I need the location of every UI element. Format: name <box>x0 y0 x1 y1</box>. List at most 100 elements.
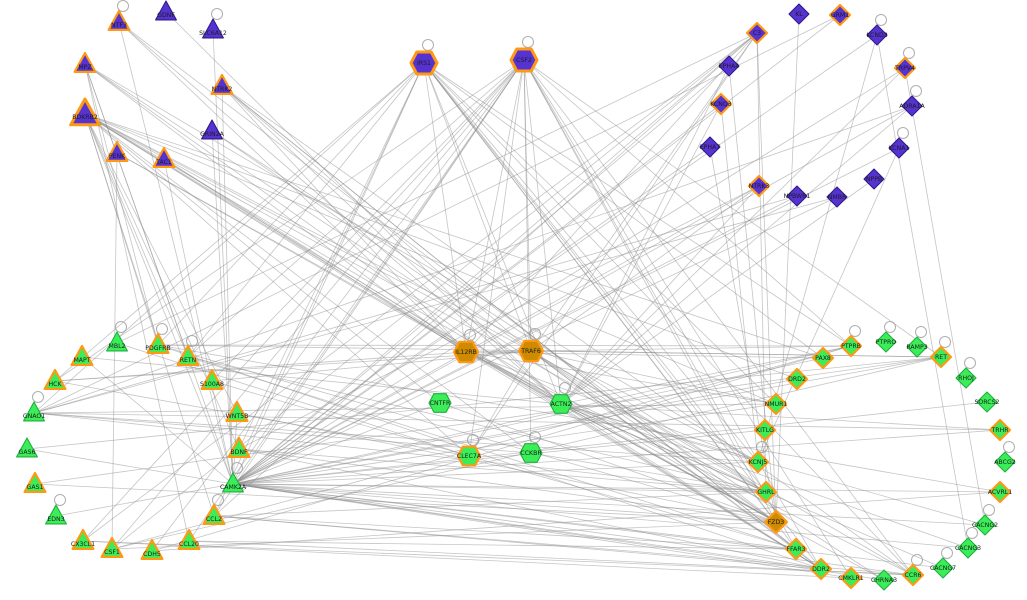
node-CACNG3[interactable] <box>957 537 979 559</box>
node-GAS6[interactable] <box>16 437 38 458</box>
node-PAX8[interactable] <box>811 346 835 370</box>
self-loop-TRAF6 <box>529 328 541 340</box>
node-CNTFR[interactable] <box>428 393 452 413</box>
node-CCR6[interactable] <box>901 563 925 587</box>
node-KCNJ5[interactable] <box>746 450 770 474</box>
node-RAMP3[interactable] <box>906 336 928 358</box>
node-PENK[interactable] <box>105 140 129 163</box>
node-NPPB[interactable] <box>863 168 885 190</box>
node-BDKRB2[interactable] <box>69 97 101 127</box>
edge-TRAF6-CHRNA3 <box>530 350 885 581</box>
edge-CNTFR-CAMK2A <box>232 402 441 485</box>
node-CHRNA3[interactable] <box>873 569 895 591</box>
node-SORCS2[interactable] <box>976 391 998 413</box>
node-ACVRL1[interactable] <box>988 480 1012 504</box>
node-EPHA7[interactable] <box>699 136 721 158</box>
node-CAMK2A[interactable] <box>222 472 244 493</box>
node-KCNQ3[interactable] <box>709 92 733 116</box>
node-GRIN2A[interactable] <box>201 119 223 140</box>
node-FZD3[interactable] <box>763 509 789 535</box>
node-ABCG2[interactable] <box>994 451 1016 473</box>
edge-IRS1-DDR2 <box>423 62 822 570</box>
node-BDNF[interactable] <box>227 436 251 459</box>
triangle-shape <box>69 97 101 127</box>
node-DRD2[interactable] <box>785 367 809 391</box>
node-NMBR[interactable] <box>826 186 848 208</box>
node-CSF1[interactable] <box>100 536 124 559</box>
diamond-shape <box>763 509 789 535</box>
node-RHOJ[interactable] <box>955 367 977 389</box>
edge-NTF3-ACTN2 <box>118 21 562 405</box>
self-loop-CCKBR <box>529 431 541 443</box>
node-WNT5B[interactable] <box>225 400 249 423</box>
edge-HCK-CLEC7A <box>54 380 470 457</box>
node-CSF2[interactable] <box>509 47 539 73</box>
node-MAPT[interactable] <box>70 344 94 367</box>
node-TRAF6[interactable] <box>517 339 545 363</box>
node-NTF3[interactable] <box>107 9 131 32</box>
node-GNAO1[interactable] <box>23 401 45 422</box>
node-GDNF[interactable] <box>155 0 177 21</box>
node-NPBWR1[interactable] <box>786 185 808 207</box>
node-ADRA1A[interactable] <box>901 95 923 117</box>
edge-NTRK3-ACTN2 <box>560 185 760 405</box>
node-MPZ[interactable] <box>73 51 97 74</box>
node-DDR2[interactable] <box>809 557 833 581</box>
edge-MPZ-PDGFRB <box>84 63 159 346</box>
edge-BDKRB2-GHRL <box>84 113 767 493</box>
node-IL12RB[interactable] <box>452 340 480 364</box>
node-CCL20[interactable] <box>177 528 201 551</box>
node-MBL2[interactable] <box>106 331 128 352</box>
node-TRPV4[interactable] <box>893 56 917 80</box>
node-HCK[interactable] <box>43 368 67 391</box>
node-TAC1[interactable] <box>152 146 176 169</box>
triangle-shape <box>106 331 128 352</box>
node-EPHA4[interactable] <box>718 55 740 77</box>
node-IRS1[interactable] <box>409 50 439 76</box>
self-loop-RET <box>939 336 951 348</box>
self-loop-TRPV4 <box>903 47 915 59</box>
node-GAS1[interactable] <box>23 471 47 494</box>
node-SLC6A12[interactable] <box>202 18 224 39</box>
node-CACNG2[interactable] <box>974 514 996 536</box>
node-RETN[interactable] <box>176 344 200 367</box>
node-PTPRB[interactable] <box>839 334 863 358</box>
node-CX3CL1[interactable] <box>71 528 95 551</box>
node-KITLG[interactable] <box>753 418 777 442</box>
node-CCKBR[interactable] <box>519 443 543 463</box>
edge-CAMK2A-KITLG <box>232 429 766 485</box>
edge-GNAO1-TRHR <box>33 412 1001 431</box>
diamond-shape <box>828 3 852 27</box>
node-KCND3[interactable] <box>866 24 888 46</box>
diamond-shape <box>784 537 808 561</box>
triangle-shape <box>23 471 47 494</box>
node-S100A8[interactable] <box>200 368 224 391</box>
triangle-shape <box>45 504 67 525</box>
node-NTRK2[interactable] <box>210 73 234 96</box>
node-EDN3[interactable] <box>45 504 67 525</box>
node-RET[interactable] <box>929 345 953 369</box>
diamond-shape <box>901 563 925 587</box>
node-GRM1[interactable] <box>828 3 852 27</box>
node-NMUR1[interactable] <box>764 392 788 416</box>
node-TRHR[interactable] <box>988 418 1012 442</box>
node-CCL2[interactable] <box>202 503 226 526</box>
node-CMKLR1[interactable] <box>839 566 863 590</box>
edge-MPZ-ACTN2 <box>84 63 562 405</box>
triangle-shape <box>146 332 170 355</box>
node-PDGFRB[interactable] <box>146 332 170 355</box>
node-CACNG7[interactable] <box>932 557 954 579</box>
edge-C3-CCL2 <box>213 32 758 517</box>
node-NTRK3[interactable] <box>747 174 771 198</box>
node-CLEC7A[interactable] <box>456 445 482 467</box>
node-PTPRO[interactable] <box>875 331 897 353</box>
node-ACTN2[interactable] <box>549 394 573 414</box>
node-C3[interactable] <box>745 21 769 45</box>
node-GHRL[interactable] <box>754 480 778 504</box>
edge-IRS1-RETN <box>187 62 425 358</box>
node-FFAR3[interactable] <box>784 537 808 561</box>
node-KL[interactable] <box>788 3 810 25</box>
node-CDH5[interactable] <box>140 538 164 561</box>
node-KCNA1[interactable] <box>888 137 910 159</box>
